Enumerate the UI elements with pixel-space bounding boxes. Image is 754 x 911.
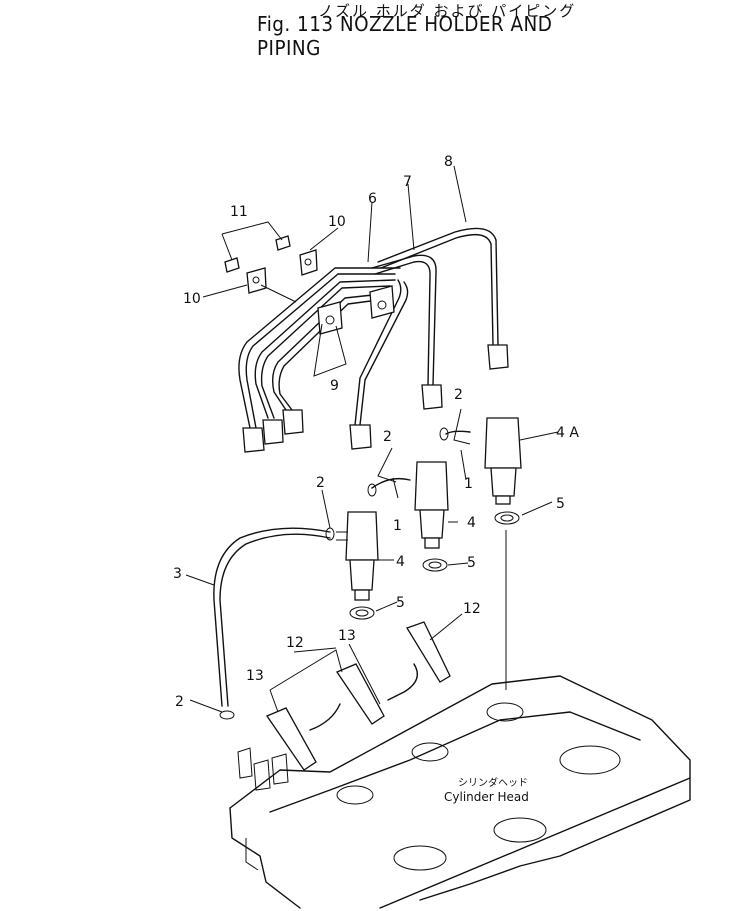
callout-8: 8 <box>444 154 453 170</box>
callout-5-left: 5 <box>396 595 405 611</box>
callout-4A: 4 A <box>556 425 579 441</box>
callout-2-middle: 2 <box>383 429 392 445</box>
nozzle-holder <box>336 417 522 601</box>
gasket <box>349 511 520 620</box>
figure-title-japanese: ノズル ホルダ および パイピング <box>318 2 577 20</box>
callout-13-right: 13 <box>338 628 356 644</box>
glow-plug <box>266 621 451 771</box>
leader-lines <box>185 165 559 713</box>
cylinder-head-label: Cylinder Head <box>444 790 529 804</box>
callout-1-right: 1 <box>464 476 473 492</box>
callout-4-middle: 4 <box>467 515 476 531</box>
pipe-nut <box>242 344 509 453</box>
callout-2-right: 2 <box>454 387 463 403</box>
callout-9: 9 <box>330 378 339 394</box>
callout-7: 7 <box>403 174 412 190</box>
figure-title: Fig. 113 NOZZLE HOLDER AND PIPING <box>257 12 553 60</box>
callout-10-upper: 10 <box>328 214 346 230</box>
callout-11: 11 <box>230 204 248 220</box>
injection-pipe-bundle <box>238 227 509 453</box>
cylinder-head-label-japanese: シリンダヘッド <box>458 776 528 789</box>
callout-6: 6 <box>368 191 377 207</box>
callout-10-lower: 10 <box>183 291 201 307</box>
callout-1-middle: 1 <box>393 518 402 534</box>
callout-4-left: 4 <box>396 554 405 570</box>
callout-12-right: 12 <box>463 601 481 617</box>
callout-5-right: 5 <box>556 496 565 512</box>
callout-2-left: 2 <box>316 475 325 491</box>
clamp-and-bolts <box>202 221 339 303</box>
callout-5-middle: 5 <box>467 555 476 571</box>
callout-12-left: 12 <box>286 635 304 651</box>
cylinder-head <box>229 530 691 909</box>
callout-labels: 8 7 6 10 11 10 9 2 4 A 2 1 2 5 1 4 4 5 3… <box>173 154 579 804</box>
callout-2-bottom: 2 <box>175 694 184 710</box>
callout-3: 3 <box>173 566 182 582</box>
callout-13-left: 13 <box>246 668 264 684</box>
leak-off-pipe <box>213 427 471 720</box>
